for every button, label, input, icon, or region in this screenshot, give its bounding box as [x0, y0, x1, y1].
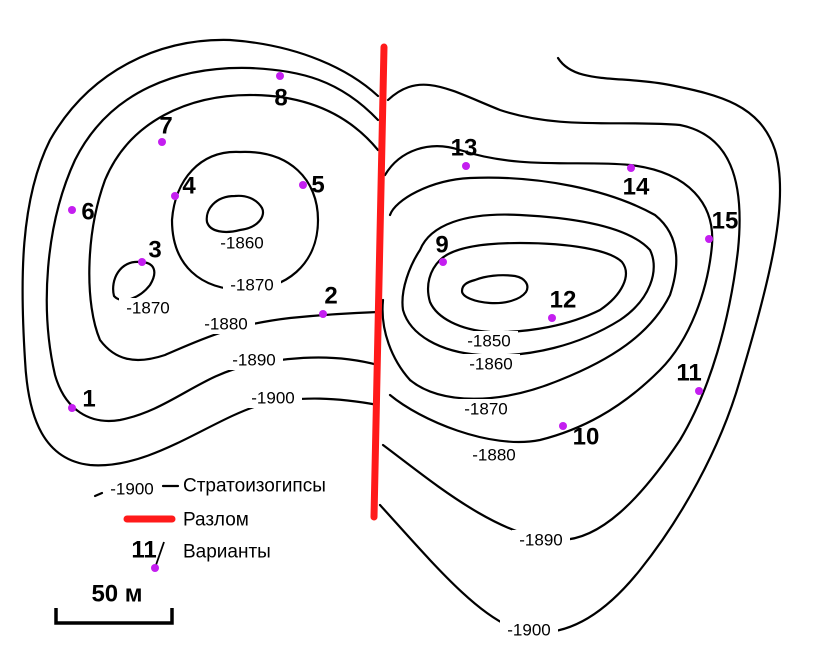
legend-contour-sample-label: -1900	[110, 480, 153, 499]
variant-label-12: 12	[550, 287, 577, 314]
contour-label-west-1870-small: -1870	[126, 299, 169, 318]
variant-point-6	[68, 206, 76, 214]
contour-label-east-1850: -1850	[467, 332, 510, 351]
variant-point-3	[138, 258, 146, 266]
variant-label-5: 5	[311, 172, 324, 199]
contour-label-west-1890: -1890	[232, 351, 275, 370]
legend-variant-sample-point	[151, 564, 159, 572]
legend-fault-text: Разлом	[183, 510, 249, 531]
legend-variant-text: Варианты	[183, 542, 271, 563]
legend-variant-sample-number: 11	[131, 537, 156, 564]
variant-point-4	[171, 192, 179, 200]
legend-contour-text: Стратоизогипсы	[183, 476, 326, 497]
contour-label-east-1890: -1890	[519, 531, 562, 550]
variant-label-2: 2	[324, 283, 337, 310]
contour-west-1900	[21, 38, 380, 467]
legend: -1900 Стратоизогипсы Разлом 11 Варианты	[93, 476, 326, 572]
variant-point-11	[695, 387, 703, 395]
contour-east-1860	[401, 213, 655, 357]
contour-label-west-1880: -1880	[204, 315, 247, 334]
variant-labels: 1 2 3 4 5 6 7 8 9 10 11 12 13 14 15	[81, 85, 738, 451]
contour-east-1870	[381, 176, 678, 400]
fault-line	[370, 43, 388, 521]
contour-label-east-1900: -1900	[507, 621, 550, 640]
variant-points	[68, 72, 713, 430]
variant-label-11: 11	[676, 360, 701, 387]
variant-label-15: 15	[712, 208, 739, 235]
variant-label-1: 1	[82, 386, 95, 413]
scale-bar-label: 50 м	[91, 581, 142, 608]
variant-label-10: 10	[573, 424, 600, 451]
contour-label-east-1860: -1860	[469, 355, 512, 374]
variant-point-14	[627, 164, 635, 172]
variant-point-12	[548, 314, 556, 322]
variant-label-6: 6	[81, 199, 94, 226]
contour-east-1850	[426, 241, 627, 334]
contour-label-west-1870: -1870	[230, 276, 273, 295]
contour-labels: -1860 -1870 -1870 -1880 -1890 -1900 -185…	[119, 234, 570, 640]
variant-label-3: 3	[148, 237, 161, 264]
scale-bar: 50 м	[54, 581, 174, 625]
legend-contour-sample-line	[93, 491, 104, 498]
variant-label-9: 9	[435, 232, 448, 259]
variant-label-13: 13	[451, 135, 478, 162]
variant-point-2	[319, 310, 327, 318]
contour-label-west-1900: -1900	[251, 389, 294, 408]
contour-label-east-1880: -1880	[472, 446, 515, 465]
variant-point-15	[705, 235, 713, 243]
variant-label-14: 14	[623, 174, 650, 201]
east-block-contours	[378, 56, 782, 634]
variant-label-4: 4	[182, 173, 196, 200]
variant-label-7: 7	[159, 113, 172, 140]
west-block-contours	[21, 38, 380, 467]
contour-west-1890	[45, 66, 380, 422]
contour-west-1860	[205, 194, 265, 233]
contour-east-1880	[383, 145, 714, 444]
contour-label-west-1860: -1860	[220, 234, 263, 253]
contour-west-1880	[88, 93, 380, 362]
variant-label-8: 8	[274, 85, 287, 112]
variant-point-10	[559, 422, 567, 430]
variant-point-13	[462, 162, 470, 170]
contour-label-east-1870: -1870	[464, 400, 507, 419]
variant-point-1	[68, 404, 76, 412]
contour-east-1840	[460, 274, 529, 305]
variant-point-5	[299, 181, 307, 189]
contour-west-1870-small	[112, 260, 156, 302]
variant-point-8	[276, 72, 284, 80]
scale-bar-line	[54, 608, 174, 625]
legend-variant-leader	[155, 541, 165, 566]
variant-point-9	[439, 258, 447, 266]
variant-point-7	[158, 138, 166, 146]
